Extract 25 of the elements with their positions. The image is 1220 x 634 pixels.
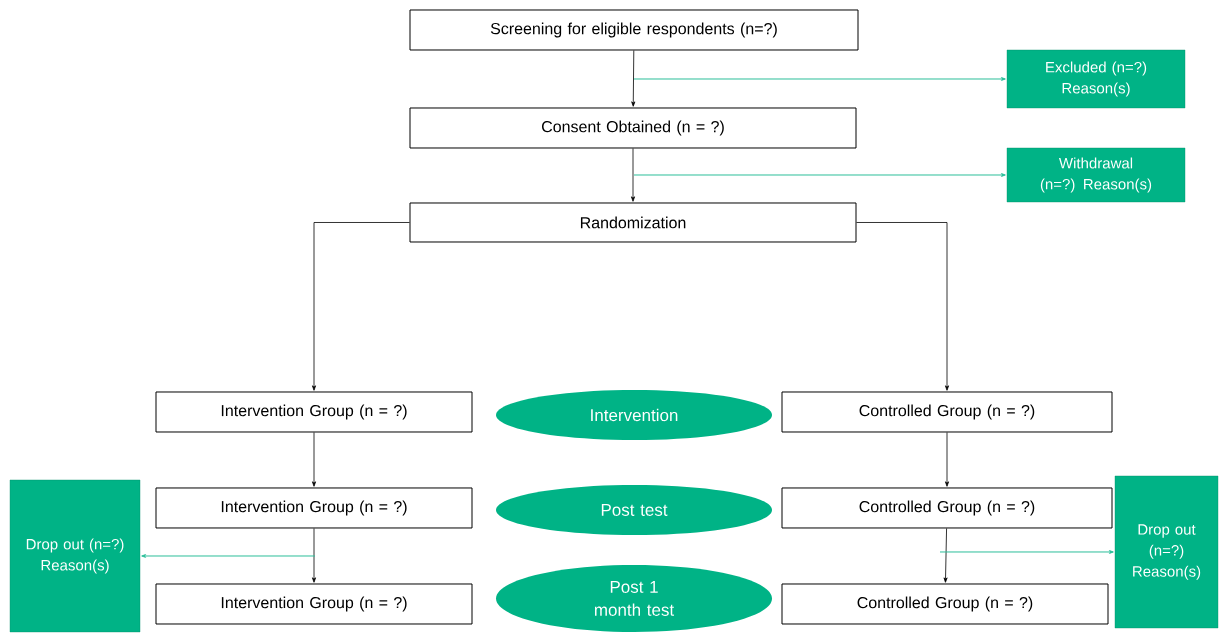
arrow [312,432,316,487]
outcome-box: Excluded (n=?) Reason(s) [1006,49,1186,109]
process-box: Intervention Group (n = ?) [155,487,473,529]
process-box: Screening for eligible respondents (n=?) [409,9,859,51]
process-box: Controlled Group (n = ?) [781,391,1113,433]
arrow [631,50,636,107]
process-box: Controlled Group (n = ?) [781,583,1109,625]
outcome-box: Drop out (n=?) Reason(s) [1114,475,1219,629]
process-box: Intervention Group (n = ?) [155,391,473,433]
arrow [631,148,635,202]
process-box: Randomization [409,202,857,243]
process-box: Consent Obtained (n = ?) [409,107,857,149]
process-box: Intervention Group (n = ?) [155,583,473,625]
arrow [945,432,949,487]
outcome-box: Withdrawal (n=?) Reason(s) [1006,147,1186,203]
arrow [939,550,1114,554]
arrow [633,173,1006,177]
arrow [943,528,948,583]
process-box: Controlled Group (n = ?) [781,487,1113,529]
arrow [856,222,949,391]
arrow [312,222,410,391]
arrow [312,528,316,583]
outcome-box: Drop out (n=?) Reason(s) [9,479,141,633]
arrow [633,77,1006,81]
arrow [141,554,316,558]
